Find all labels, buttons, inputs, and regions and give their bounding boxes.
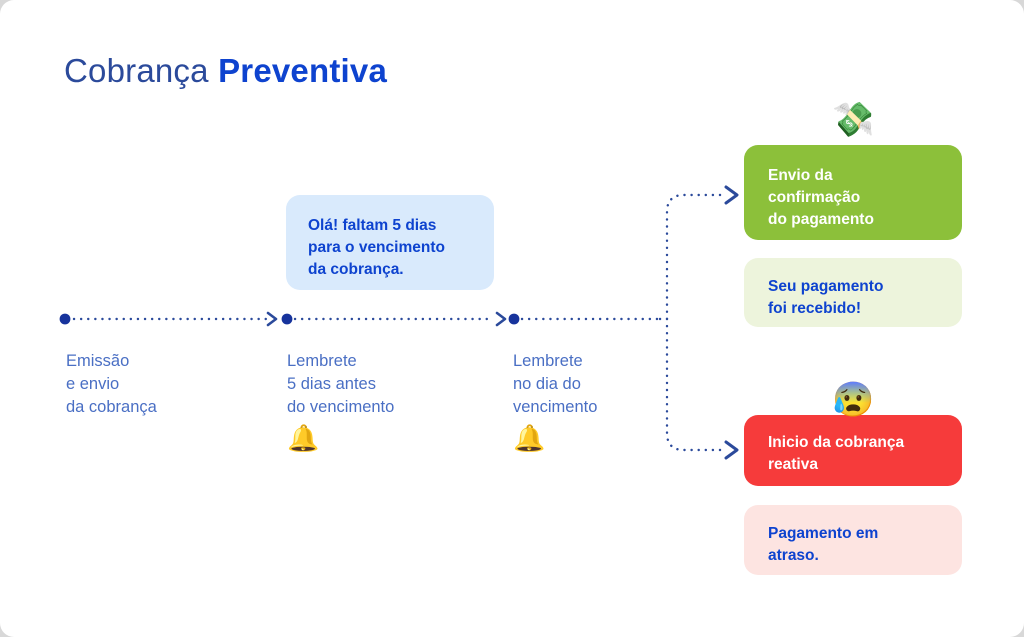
- outcome-card-text: Inicio da cobrança reativa: [768, 434, 905, 473]
- bell-icon: 🔔: [287, 423, 320, 453]
- timeline-arrow-1: [266, 311, 278, 327]
- page-title-light: Cobrança: [64, 52, 209, 89]
- outcome-message-payment-overdue: Pagamento em atraso.: [744, 505, 962, 575]
- page-title-bold: Preventiva: [218, 52, 387, 89]
- bell-icon: 🔔: [513, 423, 546, 453]
- outcome-card-text: Envio da confirmação do pagamento: [768, 167, 874, 228]
- page-title: Cobrança Preventiva: [64, 52, 387, 90]
- timeline-step-label: Lembrete no dia do vencimento: [513, 352, 598, 416]
- outcome-message-payment-received: Seu pagamento foi recebido!: [744, 258, 962, 327]
- outcome-message-text: Pagamento em atraso.: [768, 525, 879, 564]
- anxious-face-with-sweat-icon: 😰: [832, 381, 875, 419]
- timeline-step-label: Emissão e envio da cobrança: [66, 352, 157, 416]
- timeline-node-1: [59, 313, 71, 325]
- money-with-wings-icon: 💸: [832, 101, 875, 139]
- reminder-message-bubble: Olá! faltam 5 dias para o vencimento da …: [286, 195, 494, 290]
- timeline-arrow-2: [495, 311, 507, 327]
- timeline-step-label: Lembrete 5 dias antes do vencimento: [287, 352, 395, 416]
- branch-up-path: [658, 193, 726, 321]
- timeline-node-2: [281, 313, 293, 325]
- timeline-node-3: [508, 313, 520, 325]
- outcome-message-text: Seu pagamento foi recebido!: [768, 278, 884, 317]
- outcome-card-payment-confirmation[interactable]: Envio da confirmação do pagamento: [744, 145, 962, 240]
- reminder-message-text: Olá! faltam 5 dias para o vencimento da …: [308, 217, 445, 278]
- outcome-card-reactive-collection[interactable]: Inicio da cobrança reativa: [744, 415, 962, 486]
- branch-down-path: [665, 317, 726, 452]
- branch-arrow-failure: [724, 440, 739, 460]
- branch-arrow-success: [724, 185, 739, 205]
